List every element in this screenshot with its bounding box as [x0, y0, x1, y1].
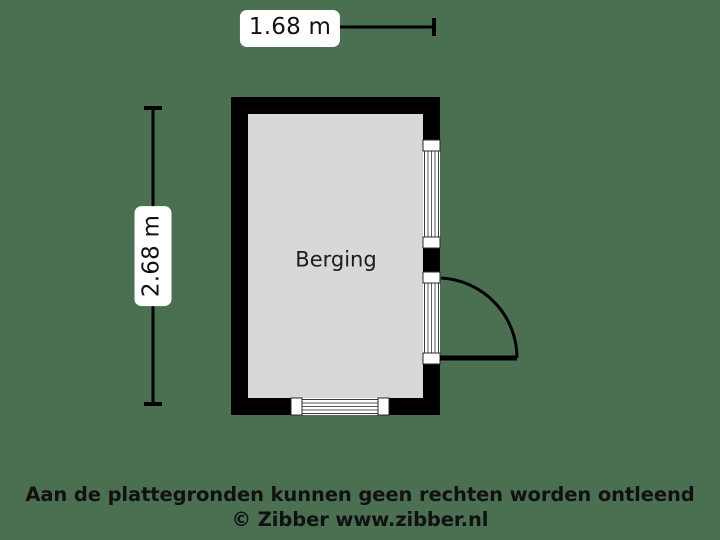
- room-floor: [248, 114, 423, 398]
- footer-line-disclaimer: Aan de plattegronden kunnen geen rechten…: [25, 483, 695, 506]
- dimension-label-left: 2.68 m: [134, 205, 172, 307]
- door-right-lower: [422, 271, 441, 365]
- door-swing-arc: [440, 276, 519, 361]
- window-right-upper: [422, 139, 441, 249]
- footer-disclaimer: Aan de plattegronden kunnen geen rechten…: [0, 482, 720, 532]
- dimension-label-top: 1.68 m: [239, 10, 341, 47]
- room-label-berging: Berging: [295, 247, 377, 272]
- window-bottom: [290, 397, 390, 416]
- footer-line-copyright: © Zibber www.zibber.nl: [231, 508, 489, 531]
